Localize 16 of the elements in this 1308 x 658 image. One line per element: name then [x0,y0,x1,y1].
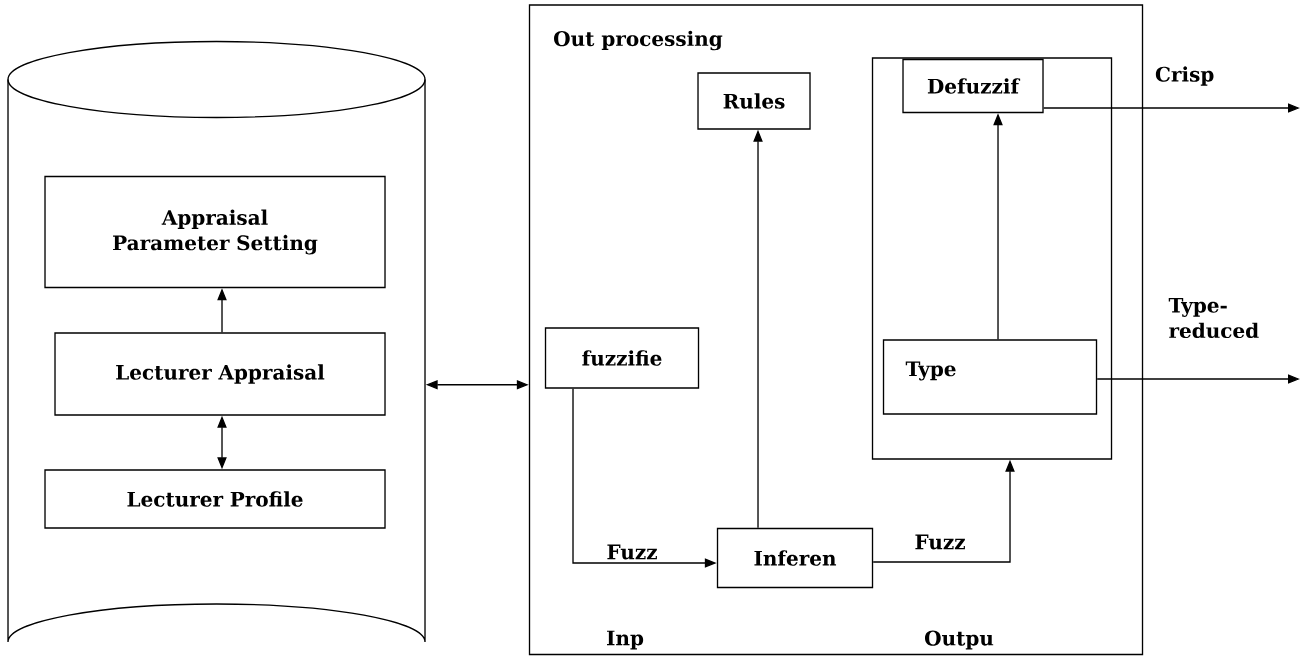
group-box [871,57,1113,460]
process-box: Rules [697,72,811,130]
edge-label: Crisp [1155,66,1214,86]
process-box: fuzzifie [544,327,700,389]
process-box: Inferen [716,527,874,589]
process-box: Type [882,339,1098,415]
text-label: Fuzz [607,544,657,560]
process-box: Defuzzif [902,58,1044,114]
text-label: Inp [607,630,644,650]
process-box: Appraisal Parameter Setting [44,175,386,289]
process-box: Lecturer Profile [44,469,386,529]
edge-label: Type- reduced [1168,297,1259,339]
database-cylinder [7,40,426,643]
text-label: Fuzz [915,534,965,550]
text-label: Outpu [925,630,994,650]
process-box: Lecturer Appraisal [54,332,386,416]
